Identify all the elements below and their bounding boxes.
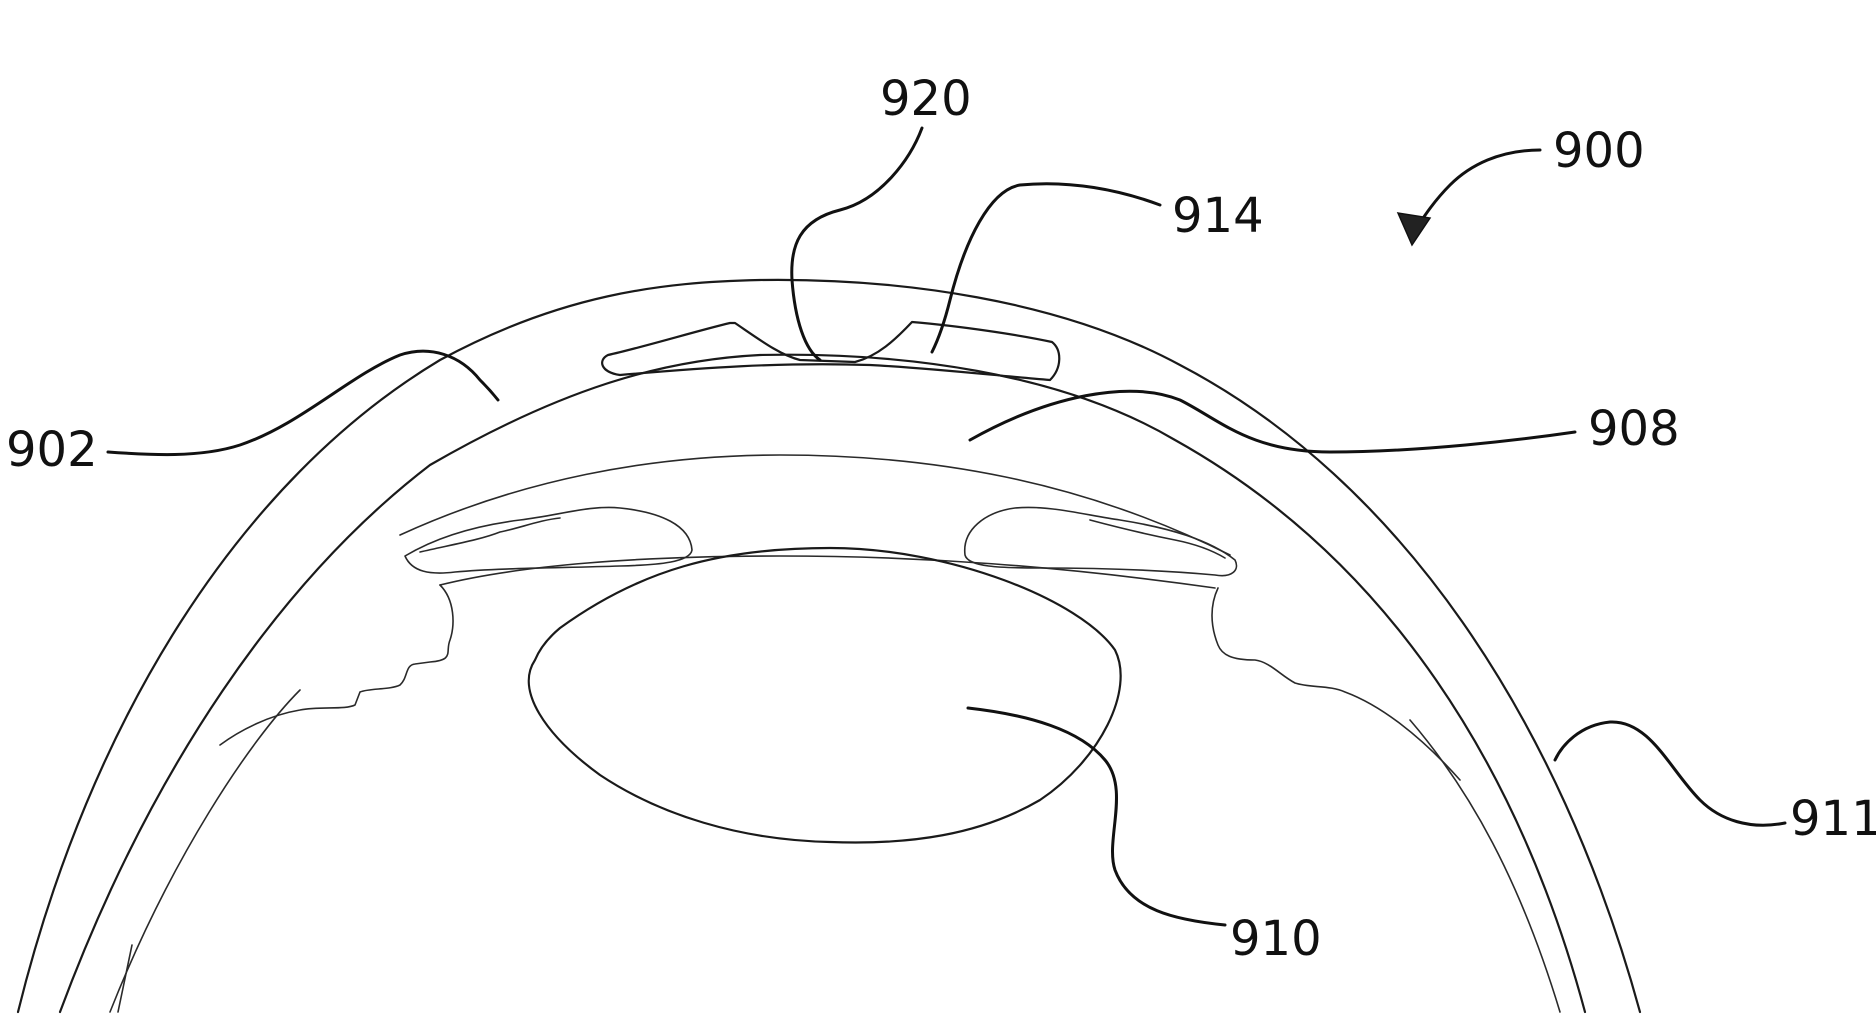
label-908: 908 (1588, 401, 1680, 457)
label-900: 900 (1553, 123, 1645, 179)
iris-left (405, 507, 692, 573)
crystalline-lens-910 (529, 548, 1121, 843)
iris-left-ridge (420, 518, 560, 552)
ciliary-body-left (220, 585, 453, 745)
anterior-chamber-top (400, 455, 1230, 555)
leader-900 (1415, 150, 1540, 230)
label-902: 902 (6, 422, 98, 478)
iris-right-ridge (1090, 520, 1225, 558)
sclera-outer-surface (18, 280, 1640, 1012)
sclera-inner-surface (60, 355, 1585, 1012)
ciliary-body-right (1212, 588, 1460, 780)
lens-zonule-line (440, 556, 1215, 588)
retina-line-right (1410, 720, 1560, 1012)
retina-tick-left (118, 945, 132, 1012)
label-920: 920 (880, 71, 972, 127)
arrowhead-900 (1398, 213, 1430, 245)
leader-914 (932, 184, 1160, 352)
label-911: 911 (1790, 791, 1876, 847)
leader-920 (792, 128, 922, 360)
retina-line-left (110, 690, 300, 1012)
leader-911 (1555, 722, 1785, 825)
implant-pocket-914 (602, 322, 1059, 380)
leader-902 (108, 351, 498, 454)
label-910: 910 (1230, 911, 1322, 967)
label-914: 914 (1172, 188, 1264, 244)
